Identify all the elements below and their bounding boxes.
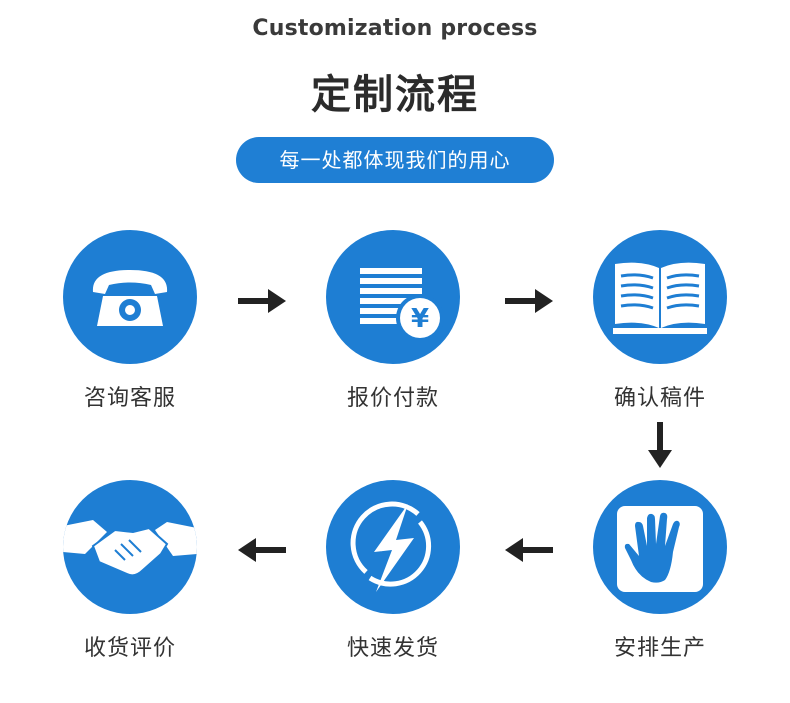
step-quote-payment: ¥ 报价付款: [308, 230, 478, 412]
svg-text:¥: ¥: [411, 304, 429, 334]
step-production: 安排生产: [575, 480, 745, 662]
arrow-left-icon: [505, 538, 553, 562]
step-label: 确认稿件: [613, 386, 706, 411]
step-label: 咨询客服: [83, 386, 176, 411]
step-review: 收货评价: [45, 480, 215, 662]
open-book-icon: [593, 230, 727, 364]
tagline-badge: 每一处都体现我们的用心: [236, 137, 554, 183]
handshake-icon: [63, 480, 197, 614]
step-label: 报价付款: [346, 386, 439, 411]
lightning-icon: [326, 480, 460, 614]
page-title: 定制流程: [311, 72, 479, 118]
arrow-left-icon: [238, 538, 286, 562]
arrow-right-icon: [238, 289, 286, 313]
step-label: 安排生产: [613, 636, 706, 661]
step-confirm-draft: 确认稿件: [575, 230, 745, 412]
telephone-icon: [63, 230, 197, 364]
step-label: 收货评价: [83, 636, 176, 661]
arrow-down-icon: [648, 422, 672, 468]
step-label: 快速发货: [346, 636, 439, 661]
step-consult: 咨询客服: [45, 230, 215, 412]
subtitle-english: Customization process: [252, 16, 538, 41]
invoice-yen-icon: ¥: [326, 230, 460, 364]
step-fast-delivery: 快速发货: [308, 480, 478, 662]
arrow-right-icon: [505, 289, 553, 313]
hand-icon: [593, 480, 727, 614]
